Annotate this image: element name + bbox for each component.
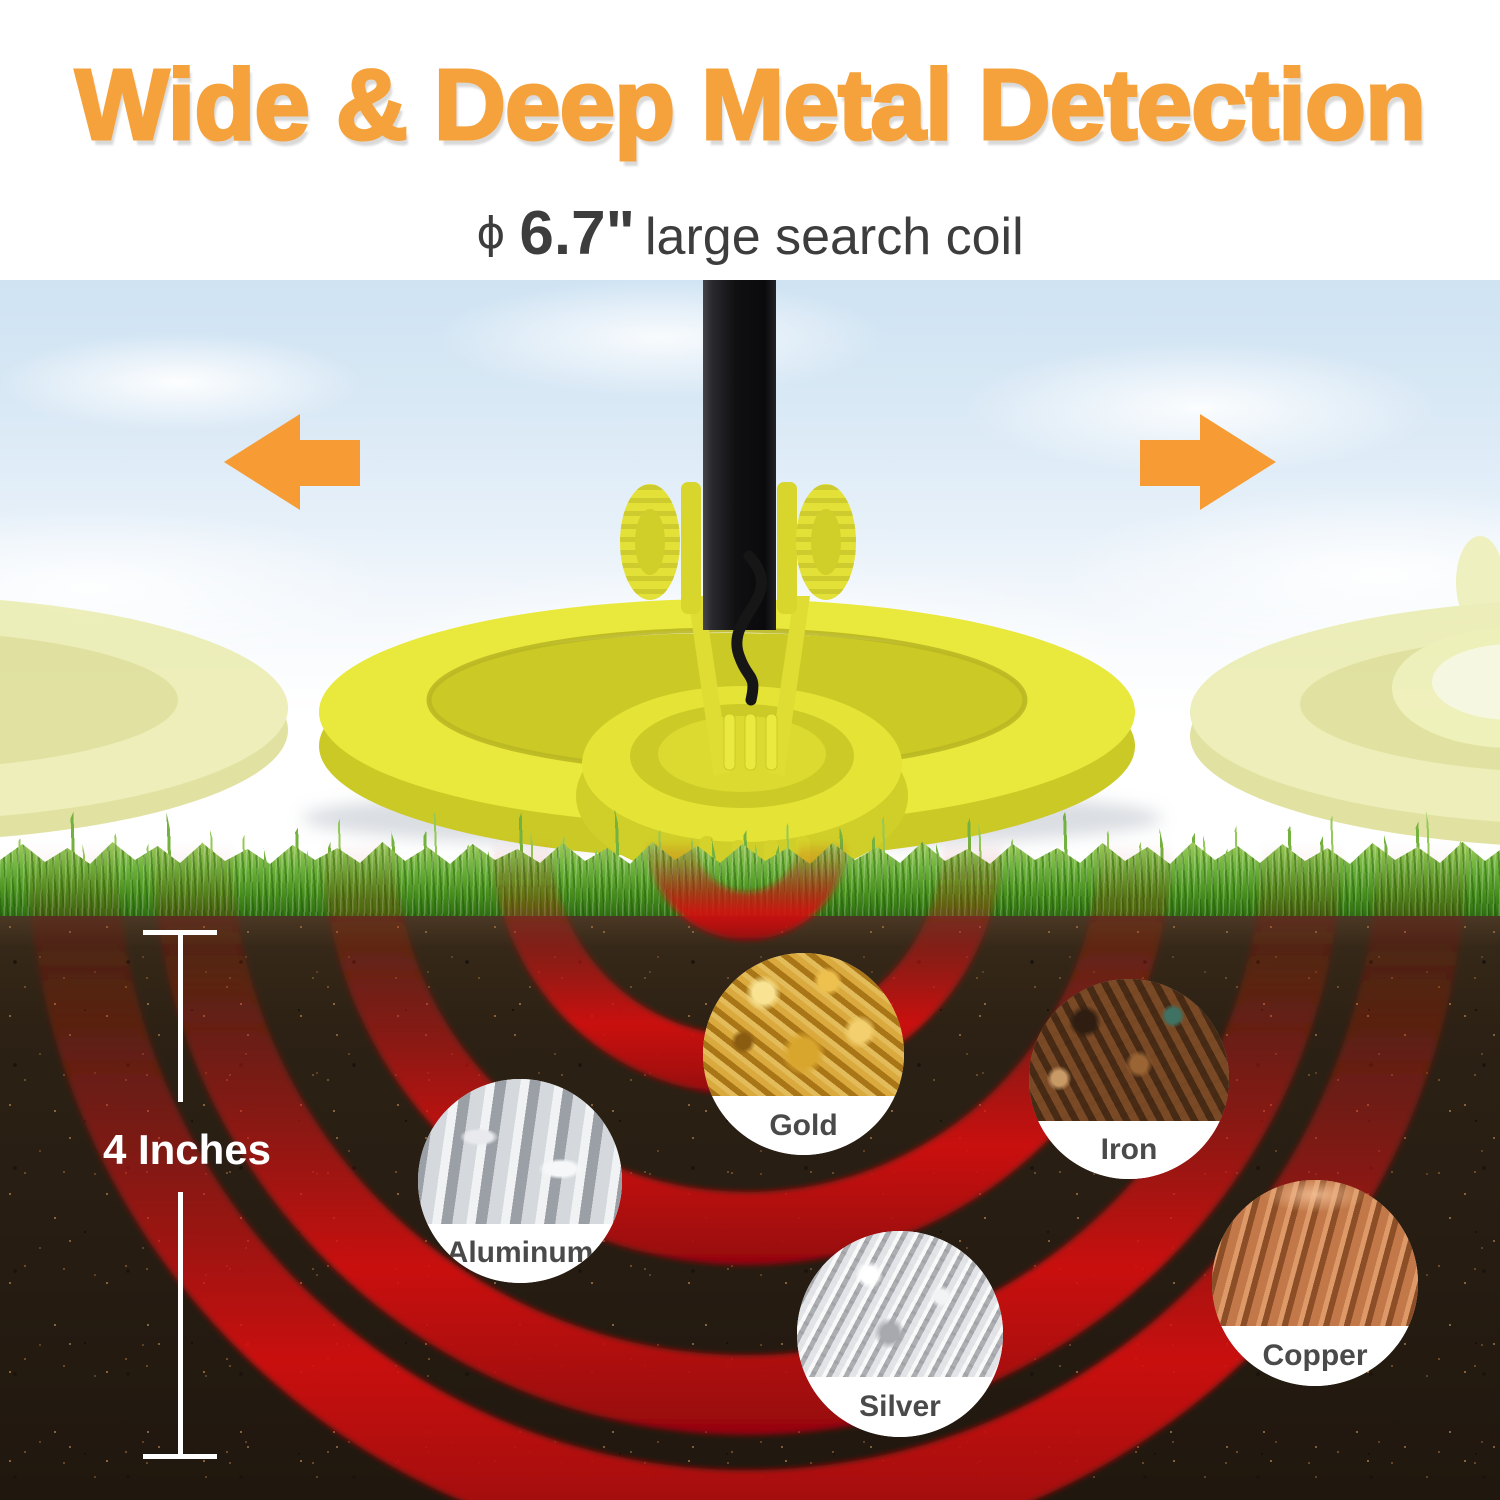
adjustment-knob-left-icon	[620, 484, 680, 600]
metal-label-band: Aluminum	[418, 1223, 622, 1283]
metal-circle-copper: Copper	[1212, 1180, 1418, 1386]
ghost-coil-right	[1190, 536, 1500, 845]
metal-label: Iron	[1100, 1133, 1158, 1166]
header: Wide & Deep Metal Detection ϕ 6.7"large s…	[0, 0, 1500, 280]
measure-cap-bottom	[143, 1454, 217, 1459]
bracket-arm-left	[688, 596, 730, 776]
coil-size-text: large search coil	[645, 208, 1024, 266]
aluminum-photo	[418, 1079, 622, 1224]
metal-label: Gold	[769, 1108, 838, 1142]
detector-scene	[0, 280, 1500, 884]
metal-circle-iron: Iron	[1029, 979, 1229, 1179]
gold-photo	[703, 953, 904, 1097]
search-coil	[302, 280, 1162, 884]
measure-line-lower	[178, 1192, 183, 1459]
copper-photo	[1212, 1180, 1418, 1327]
bracket-arm-right	[768, 596, 810, 776]
diameter-symbol: ϕ	[476, 208, 506, 259]
measure-line-upper	[178, 930, 183, 1102]
ghost-coil-left	[0, 600, 288, 838]
sweep-arrow-left-icon	[224, 414, 360, 510]
page-title: Wide & Deep Metal Detection	[73, 48, 1427, 163]
metal-label-band: Gold	[703, 1096, 904, 1155]
coil-size-value: 6.7"	[519, 199, 635, 268]
metal-label: Copper	[1262, 1339, 1368, 1373]
iron-photo	[1029, 979, 1229, 1121]
metal-circle-gold: Gold	[703, 953, 904, 1155]
metal-circle-aluminum: Aluminum	[418, 1079, 622, 1283]
silver-photo	[797, 1231, 1003, 1378]
metal-label-band: Silver	[797, 1377, 1003, 1437]
sweep-arrow-right-icon	[1140, 414, 1276, 510]
metal-label: Silver	[859, 1390, 941, 1424]
metal-label-band: Copper	[1212, 1326, 1418, 1386]
depth-label: 4 Inches	[102, 1126, 272, 1173]
adjustment-knob-right-icon	[796, 484, 856, 600]
metal-circle-silver: Silver	[797, 1231, 1003, 1437]
coil-cable	[731, 550, 767, 706]
metal-label-band: Iron	[1029, 1121, 1229, 1179]
metal-label: Aluminum	[446, 1236, 594, 1270]
coil-size-subtitle: ϕ 6.7"large search coil	[0, 198, 1500, 269]
